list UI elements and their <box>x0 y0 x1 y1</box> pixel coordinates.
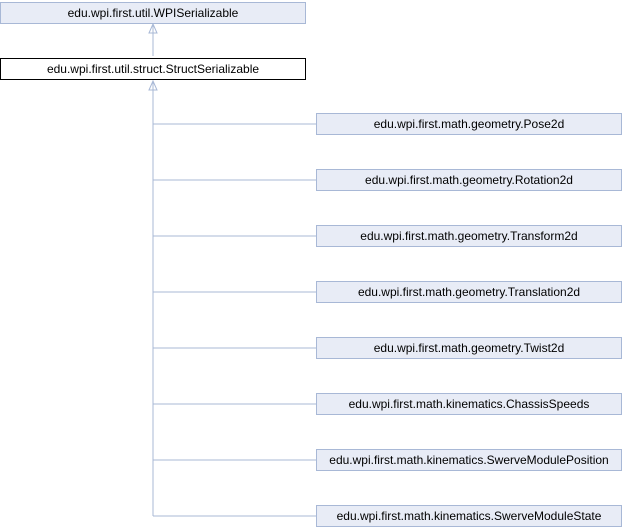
class-node-struct-serializable: edu.wpi.first.util.struct.StructSerializ… <box>0 58 306 80</box>
arrowhead-wpi-serializable <box>148 22 158 34</box>
class-node-rotation2d[interactable]: edu.wpi.first.math.geometry.Rotation2d <box>316 169 622 191</box>
class-node-translation2d[interactable]: edu.wpi.first.math.geometry.Translation2… <box>316 281 622 303</box>
class-node-swerve-module-state[interactable]: edu.wpi.first.math.kinematics.SwerveModu… <box>316 505 622 527</box>
class-node-pose2d[interactable]: edu.wpi.first.math.geometry.Pose2d <box>316 113 622 135</box>
class-node-wpi-serializable[interactable]: edu.wpi.first.util.WPISerializable <box>0 2 306 24</box>
class-node-twist2d[interactable]: edu.wpi.first.math.geometry.Twist2d <box>316 337 622 359</box>
class-node-swerve-module-position[interactable]: edu.wpi.first.math.kinematics.SwerveModu… <box>316 449 622 471</box>
class-node-chassis-speeds[interactable]: edu.wpi.first.math.kinematics.ChassisSpe… <box>316 393 622 415</box>
class-node-transform2d[interactable]: edu.wpi.first.math.geometry.Transform2d <box>316 225 622 247</box>
arrowhead-struct-serializable <box>148 79 158 91</box>
